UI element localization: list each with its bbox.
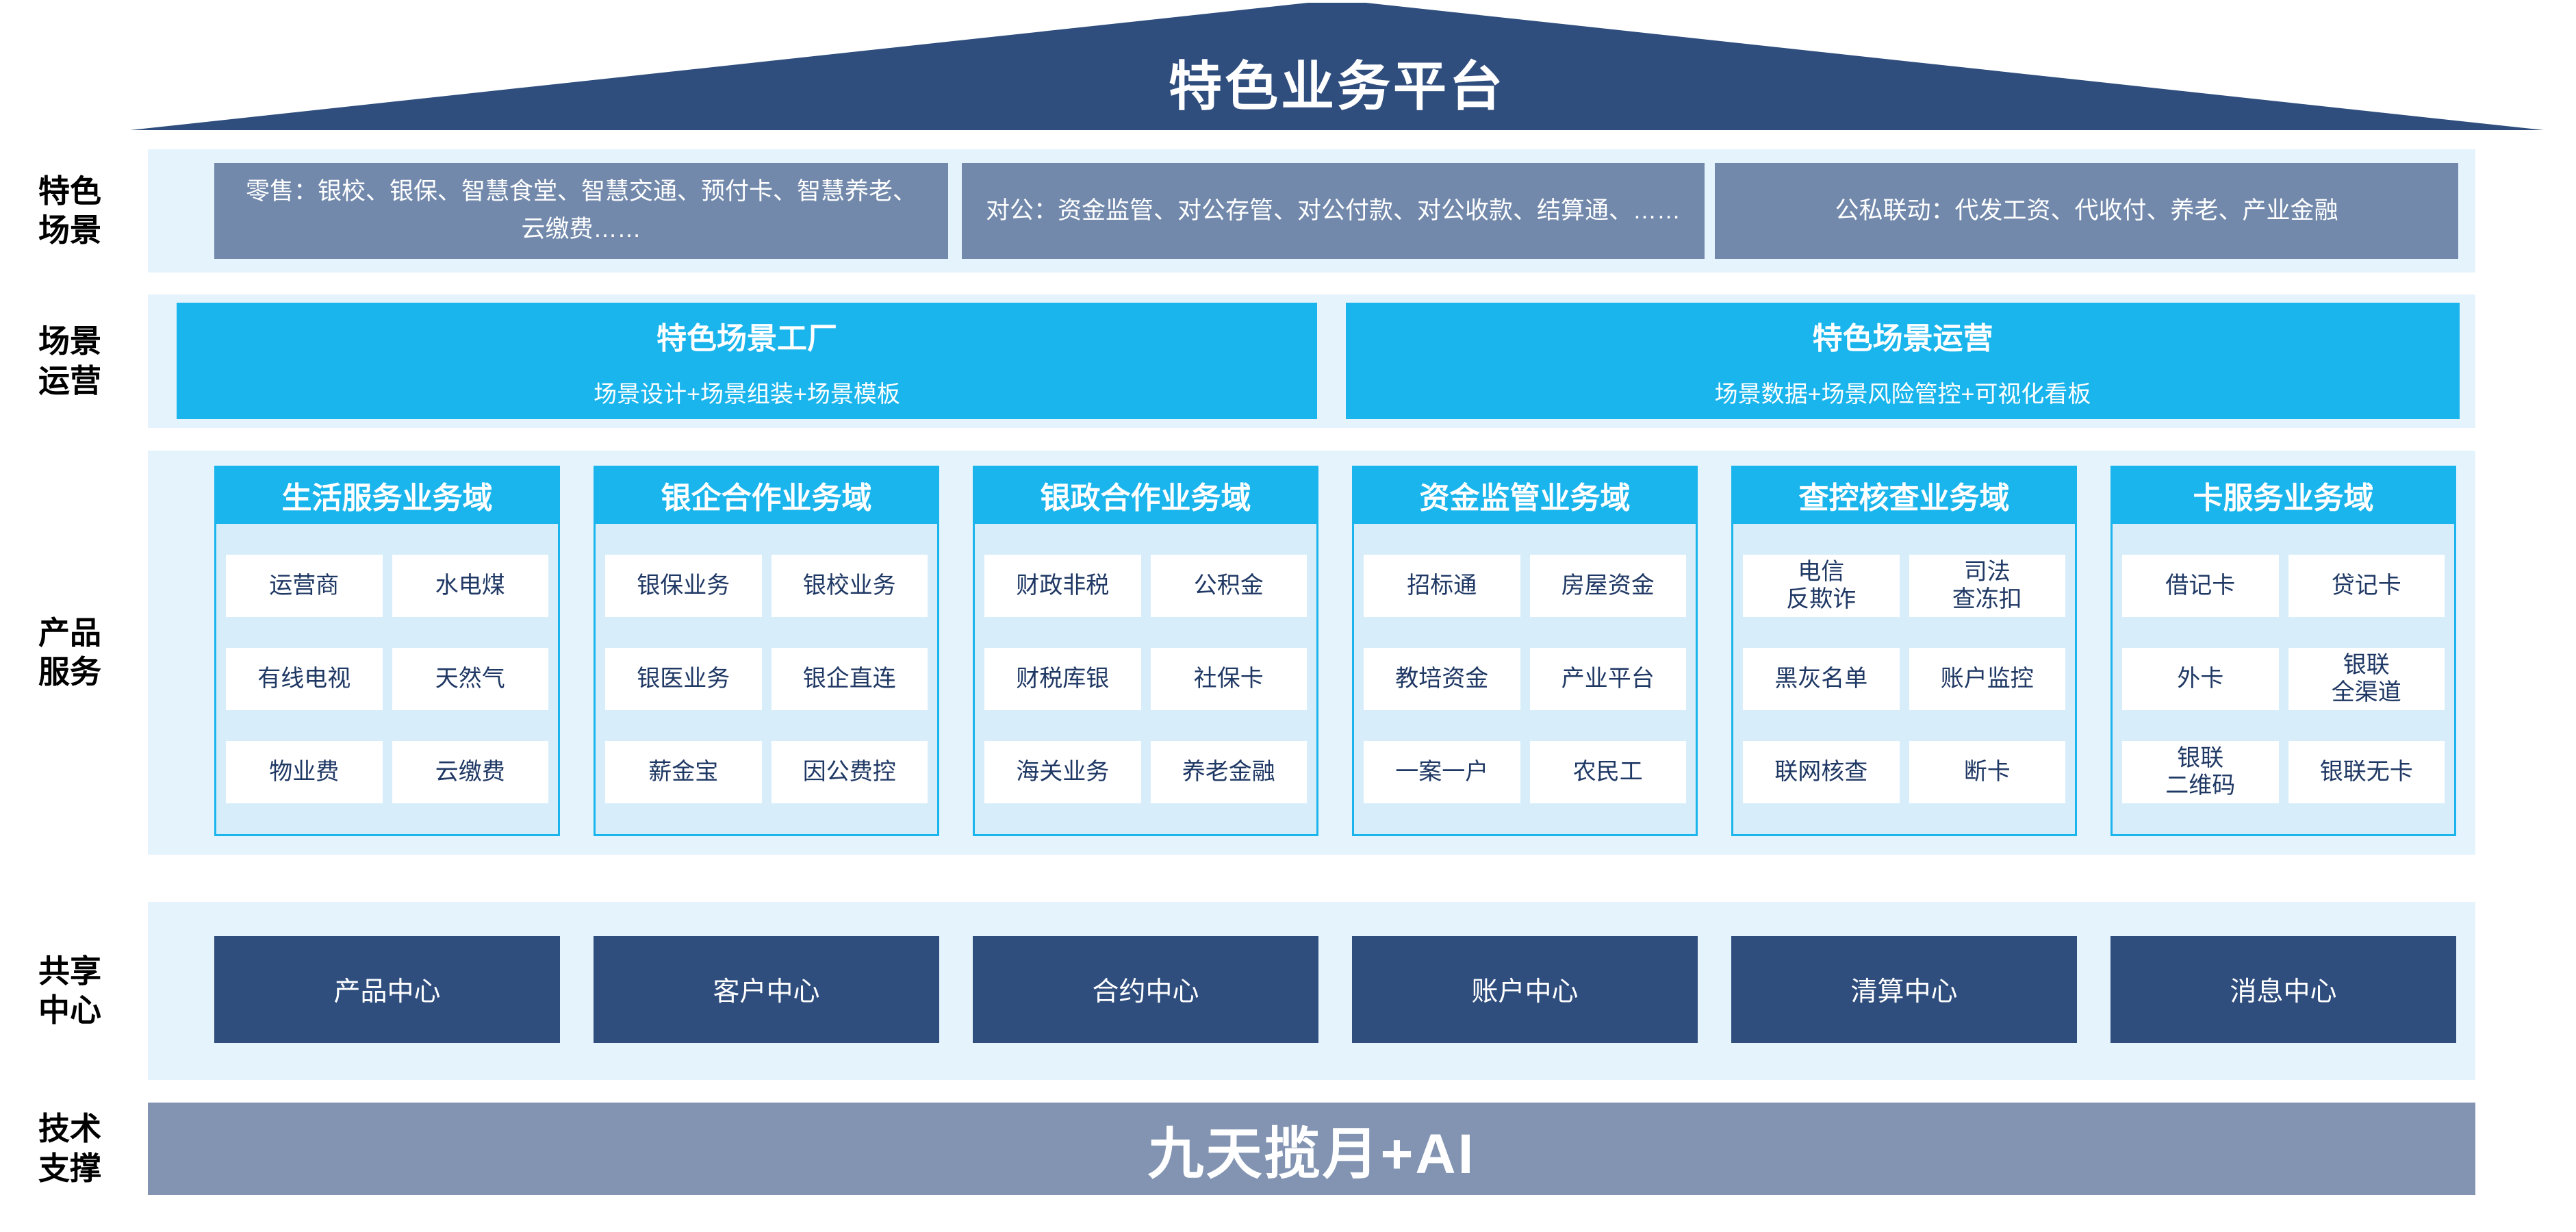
- tech-support-bar: 九天揽月+AI: [148, 1103, 2475, 1195]
- product-cell: 联网核查: [1743, 741, 1900, 803]
- product-cell: 物业费: [226, 741, 383, 803]
- product-cell: 养老金融: [1150, 741, 1307, 803]
- product-cell: 财政非税: [984, 555, 1141, 617]
- product-column-body: 运营商 水电煤 有线电视 天然气 物业费 云缴费: [214, 524, 560, 836]
- op-box-subtitle: 场景数据+场景风险管控+可视化看板: [1714, 381, 2091, 407]
- product-cell: 银联 二维码: [2122, 741, 2279, 803]
- product-column-header: 卡服务业务域: [2110, 466, 2456, 524]
- product-column-header: 生活服务业务域: [214, 466, 560, 524]
- op-box-scene-factory: 特色场景工厂 场景设计+场景组装+场景模板: [177, 303, 1317, 419]
- product-cell: 农民工: [1529, 741, 1686, 803]
- product-column-header: 查控核查业务域: [1731, 466, 2077, 524]
- side-label-tech: 技术 支撑: [38, 1111, 101, 1186]
- side-label-scenes: 特色 场景: [38, 173, 101, 249]
- product-cell: 断卡: [1909, 741, 2065, 803]
- product-cell: 因公费控: [771, 741, 928, 803]
- product-column-bank-enterprise: 银企合作业务域 银保业务 银校业务 银医业务 银企直连 薪金宝 因公费控: [594, 466, 939, 836]
- product-cell: 账户监控: [1909, 648, 2065, 710]
- scene-box-corporate: 对公：资金监管、对公存管、对公付款、对公收款、结算通、……: [962, 163, 1705, 259]
- shared-center-product: 产品中心: [214, 936, 560, 1043]
- product-cell: 运营商: [226, 555, 383, 617]
- product-column-body: 电信 反欺诈 司法 查冻扣 黑灰名单 账户监控 联网核查 断卡: [1731, 524, 2077, 836]
- product-cell: 有线电视: [226, 648, 383, 710]
- product-cell: 云缴费: [392, 741, 548, 803]
- product-cell: 房屋资金: [1529, 555, 1686, 617]
- side-label-shared: 共享 中心: [38, 953, 101, 1029]
- product-cell: 一案一户: [1364, 741, 1520, 803]
- product-cell: 招标通: [1364, 555, 1520, 617]
- product-cell: 司法 查冻扣: [1909, 555, 2065, 617]
- product-cell: 银企直连: [771, 648, 928, 710]
- product-column-card-services: 卡服务业务域 借记卡 贷记卡 外卡 银联 全渠道 银联 二维码 银联无卡: [2110, 466, 2456, 836]
- shared-center-account: 账户中心: [1352, 936, 1698, 1043]
- product-cell: 外卡: [2122, 648, 2279, 710]
- product-column-bank-government: 银政合作业务域 财政非税 公积金 财税库银 社保卡 海关业务 养老金融: [973, 466, 1318, 836]
- scene-box-public-private: 公私联动：代发工资、代收付、养老、产业金融: [1715, 163, 2458, 259]
- scene-box-retail: 零售：银校、银保、智慧食堂、智慧交通、预付卡、智慧养老、云缴费……: [214, 163, 948, 259]
- product-cell: 贷记卡: [2288, 555, 2445, 617]
- product-cell: 水电煤: [392, 555, 548, 617]
- product-cell: 银联无卡: [2288, 741, 2445, 803]
- side-label-products: 产品 服务: [38, 614, 101, 690]
- product-cell: 社保卡: [1150, 648, 1307, 710]
- product-column-body: 财政非税 公积金 财税库银 社保卡 海关业务 养老金融: [973, 524, 1318, 836]
- op-box-title: 特色场景工厂: [656, 321, 837, 355]
- product-cell: 银保业务: [605, 555, 762, 617]
- product-cell: 银校业务: [771, 555, 928, 617]
- product-column-fund-supervision: 资金监管业务域 招标通 房屋资金 教培资金 产业平台 一案一户 农民工: [1352, 466, 1698, 836]
- product-column-header: 银企合作业务域: [594, 466, 939, 524]
- product-cell: 产业平台: [1529, 648, 1686, 710]
- roof-banner: 特色业务平台: [130, 3, 2544, 130]
- product-cell: 银联 全渠道: [2288, 648, 2445, 710]
- product-cell: 借记卡: [2122, 555, 2279, 617]
- op-box-subtitle: 场景设计+场景组装+场景模板: [594, 381, 900, 407]
- product-column-inspection: 查控核查业务域 电信 反欺诈 司法 查冻扣 黑灰名单 账户监控 联网核查 断卡: [1731, 466, 2077, 836]
- product-column-header: 资金监管业务域: [1352, 466, 1698, 524]
- side-label-operations: 场景 运营: [38, 323, 101, 399]
- op-box-scene-operation: 特色场景运营 场景数据+场景风险管控+可视化看板: [1346, 303, 2460, 419]
- product-column-body: 借记卡 贷记卡 外卡 银联 全渠道 银联 二维码 银联无卡: [2110, 524, 2456, 836]
- shared-center-clearing: 清算中心: [1731, 936, 2077, 1043]
- op-box-title: 特色场景运营: [1812, 321, 1993, 355]
- product-cell: 银医业务: [605, 648, 762, 710]
- diagram-title: 特色业务平台: [1168, 56, 1505, 116]
- shared-center-contract: 合约中心: [973, 936, 1318, 1043]
- product-column-body: 银保业务 银校业务 银医业务 银企直连 薪金宝 因公费控: [594, 524, 939, 836]
- product-column-body: 招标通 房屋资金 教培资金 产业平台 一案一户 农民工: [1352, 524, 1698, 836]
- product-cell: 黑灰名单: [1743, 648, 1900, 710]
- product-column-life-services: 生活服务业务域 运营商 水电煤 有线电视 天然气 物业费 云缴费: [214, 466, 560, 836]
- product-cell: 公积金: [1150, 555, 1307, 617]
- shared-center-customer: 客户中心: [594, 936, 939, 1043]
- product-cell: 财税库银: [984, 648, 1141, 710]
- product-cell: 薪金宝: [605, 741, 762, 803]
- product-cell: 海关业务: [984, 741, 1141, 803]
- product-cell: 教培资金: [1364, 648, 1520, 710]
- product-column-header: 银政合作业务域: [973, 466, 1318, 524]
- product-cell: 天然气: [392, 648, 548, 710]
- product-cell: 电信 反欺诈: [1743, 555, 1900, 617]
- shared-center-message: 消息中心: [2110, 936, 2456, 1043]
